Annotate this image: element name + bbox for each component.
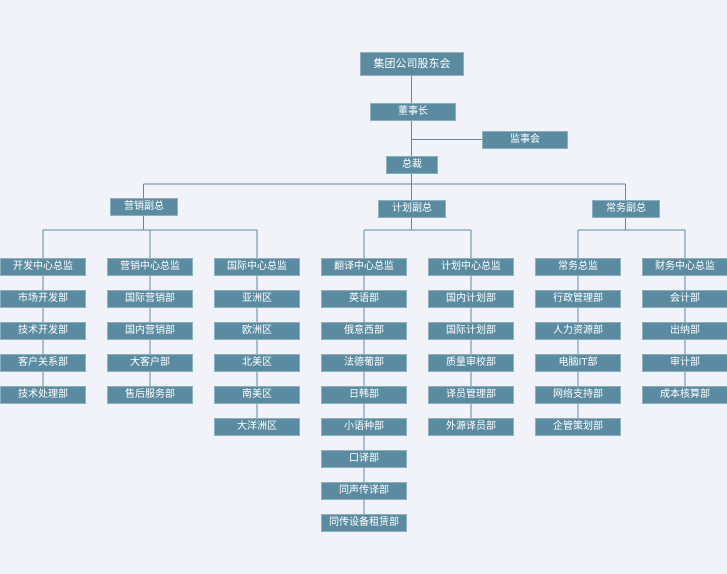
node-department: 国内计划部 — [428, 290, 514, 308]
node-department: 售后服务部 — [107, 386, 193, 404]
node-department: 客户关系部 — [0, 354, 86, 372]
node-department: 欧洲区 — [214, 322, 300, 340]
node-department: 同传设备租赁部 — [321, 514, 407, 532]
node-root: 集团公司股东会 — [360, 52, 464, 76]
node-department: 小语种部 — [321, 418, 407, 436]
node-department: 出纳部 — [642, 322, 727, 340]
node-department: 人力资源部 — [535, 322, 621, 340]
node-department: 南美区 — [214, 386, 300, 404]
node-department: 译员管理部 — [428, 386, 514, 404]
node-department: 日韩部 — [321, 386, 407, 404]
node-department: 大客户部 — [107, 354, 193, 372]
node-department: 审计部 — [642, 354, 727, 372]
node-department: 国际营销部 — [107, 290, 193, 308]
node-department: 电脑IT部 — [535, 354, 621, 372]
node-center: 营销中心总监 — [107, 258, 193, 276]
node-department: 成本核算部 — [642, 386, 727, 404]
node-center: 开发中心总监 — [0, 258, 86, 276]
node-department: 企管策划部 — [535, 418, 621, 436]
node-department: 国际计划部 — [428, 322, 514, 340]
node-center: 国际中心总监 — [214, 258, 300, 276]
node-supervisory-board: 监事会 — [482, 131, 568, 149]
node-department: 技术开发部 — [0, 322, 86, 340]
node-department: 市场开发部 — [0, 290, 86, 308]
node-vp-executive: 常务副总 — [592, 200, 660, 218]
node-department: 法德葡部 — [321, 354, 407, 372]
node-department: 质量审校部 — [428, 354, 514, 372]
node-department: 英语部 — [321, 290, 407, 308]
node-department: 行政管理部 — [535, 290, 621, 308]
node-vp-marketing: 营销副总 — [110, 198, 178, 216]
node-center: 财务中心总监 — [642, 258, 727, 276]
node-department: 俄意西部 — [321, 322, 407, 340]
node-department: 亚洲区 — [214, 290, 300, 308]
node-department: 北美区 — [214, 354, 300, 372]
node-department: 国内营销部 — [107, 322, 193, 340]
node-president: 总裁 — [386, 156, 438, 174]
node-center: 常务总监 — [535, 258, 621, 276]
node-department: 大洋洲区 — [214, 418, 300, 436]
node-vp-planning: 计划副总 — [378, 200, 446, 218]
node-center: 计划中心总监 — [428, 258, 514, 276]
node-chairman: 董事长 — [370, 103, 456, 121]
node-department: 同声传译部 — [321, 482, 407, 500]
node-department: 口译部 — [321, 450, 407, 468]
node-department: 会计部 — [642, 290, 727, 308]
node-department: 网络支持部 — [535, 386, 621, 404]
node-center: 翻译中心总监 — [321, 258, 407, 276]
node-department: 技术处理部 — [0, 386, 86, 404]
node-department: 外源译员部 — [428, 418, 514, 436]
